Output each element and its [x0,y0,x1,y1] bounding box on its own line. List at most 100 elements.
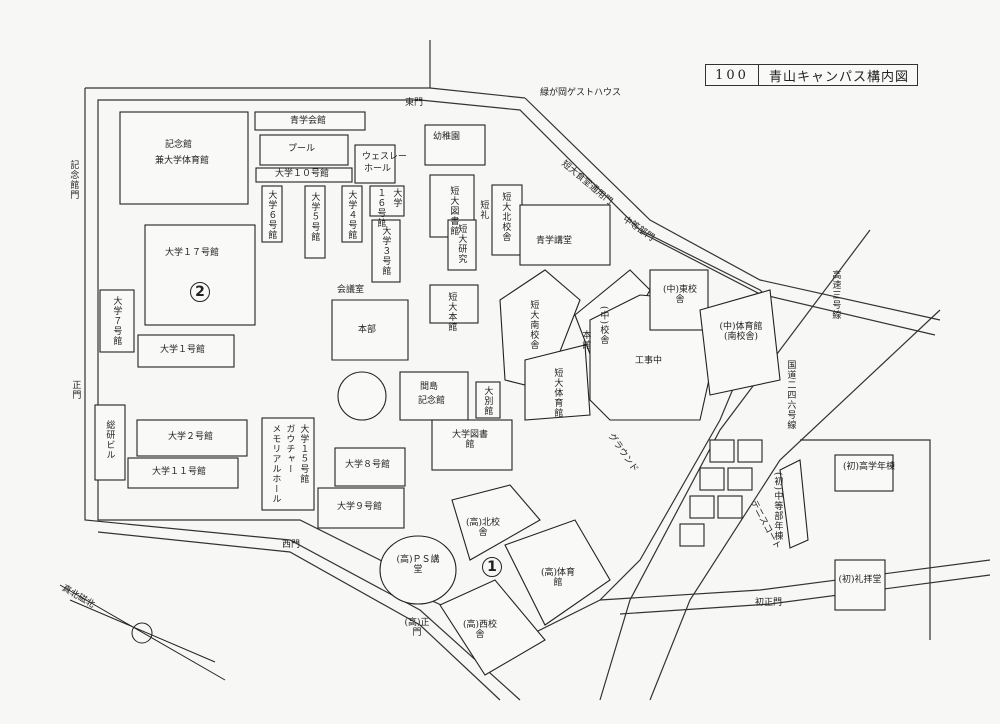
tanki-kita-building [491,184,523,256]
map-title: 100 青山キャンパス構内図 [705,64,918,86]
label-ko-gym: (高)体育館 [540,568,576,589]
b5-building [304,185,326,259]
label-pool: プール [288,144,316,154]
label-chu-gym: (中)体育館(南校舎) [719,322,763,343]
tanki-honkan-building [429,284,479,324]
label-daibekkan: 大別館 [482,386,493,416]
label-b15: 大学１５号館 [298,424,309,484]
campus-boundary [97,99,771,641]
tennis-court-7 [679,523,705,547]
label-sho-high: (初)高学年棟 [843,462,896,472]
label-kaikan-hall: 間島 [420,382,439,392]
b10-building [255,167,353,183]
b4-building [341,185,363,243]
sho-chu-building [779,459,809,549]
road-southeast [599,559,991,601]
road-diag-2 [649,309,941,701]
b8-building [334,447,406,487]
label-b10: 大学１０号館 [275,169,330,179]
label-gate-west: 西門 [282,540,301,550]
label-b11: 大学１１号館 [152,467,207,477]
label-ko-west: (高)西校舎 [462,620,498,641]
sho-high-building [834,454,894,492]
road-south [97,531,501,701]
label-ko-north: (高)北校舎 [465,518,501,539]
road-lower-right [800,439,931,640]
label-b1: 大学１号館 [160,345,206,355]
label-wesley: ウェスレー [362,152,408,162]
label-road-right-2: 国道二四六号線 [785,360,796,430]
label-b4: 大学４号館 [346,190,357,240]
tennis-court-6 [717,495,743,519]
kaikan-hall-building [399,371,469,421]
road-east-1 [524,97,941,321]
label-gaucher: ガウチャー [284,424,295,474]
label-kaigishitsu: 会議室 [337,285,365,295]
map-title-text: 青山キャンパス構内図 [769,69,910,85]
soken-building [94,404,126,481]
road-diag-1 [599,229,871,701]
compass-rose [59,584,226,681]
tennis-court-4 [727,467,753,491]
road-north [85,87,526,99]
b9-building [317,487,405,529]
b15-building [261,417,315,511]
b11-building [127,457,239,489]
label-koji: 工事中 [635,356,663,366]
b16-building [369,185,405,217]
b1-building [137,334,235,368]
ko-north-building [451,484,541,561]
label-b8: 大学８号館 [345,460,391,470]
b6-building [261,185,283,243]
label-honbu: 本部 [358,325,377,335]
label-wesley-2: ホール [364,164,392,174]
label-tanki-rei: 短礼 [478,200,489,220]
label-b7: 大学７号館 [111,296,122,346]
chu-gym-building [699,289,781,396]
tanki-minami-building [499,269,581,391]
label-tanki-minami: 短大南校舎 [528,300,539,350]
wesley-building [354,144,396,184]
ko-ps-building [379,535,457,605]
label-chu-school: (中)校舎 [598,306,609,346]
label-sho-chu: (初)中等部年棟 [772,472,783,542]
label-b17: 大学１７号館 [165,248,220,258]
kinenkan-building [119,111,249,205]
label-b16b: 大学 [391,188,402,208]
label-gate-east: 東門 [405,98,424,108]
aogaku-kaikan-building [254,111,366,131]
label-b5: 大学５号館 [309,192,320,242]
label-kinenkan: 記念館 [165,140,193,150]
b17-building [144,224,256,326]
label-guesthouse: 緑が岡ゲストハウス [540,88,622,98]
label-tanki-honkan: 短大本館 [446,292,457,332]
road-southeast-2 [619,574,991,615]
tennis-court-2 [737,439,763,463]
label-gate-main: 正門 [70,380,81,400]
label-soken: 総研ビル [104,420,115,460]
label-tanki-gym: 短大体育館 [552,368,563,418]
ko-gym-building [504,519,611,626]
map-number: 100 [706,65,759,85]
label-tanki-sub: 短大研究 [456,224,467,264]
label-honkan: 本館 [580,330,591,350]
label-sho-gate: 初正門 [755,598,783,608]
label-ko-gate: (高)正門 [404,618,430,639]
tanki-sub-building [447,219,477,271]
label-kinenkan-gate: 記念館門 [68,160,79,200]
chu-east-building [649,269,709,331]
daibekkan-building [475,381,501,419]
tanki-gym-building [524,344,591,421]
label-aogaku-kaikan: 青学会館 [290,116,327,126]
marker-two: 2 [190,282,210,302]
b3-building [371,219,401,283]
label-ko-ps: (高)ＰＳ講堂 [396,555,440,576]
label-road-right: 高速三号線 [830,270,841,320]
b7-building [99,289,135,353]
seigaku-kodo-building [519,204,611,266]
label-tanki-kita: 短大北校舎 [500,192,511,242]
label-b9: 大学９号館 [337,502,383,512]
tennis-court-1 [709,439,735,463]
tennis-court-5 [689,495,715,519]
